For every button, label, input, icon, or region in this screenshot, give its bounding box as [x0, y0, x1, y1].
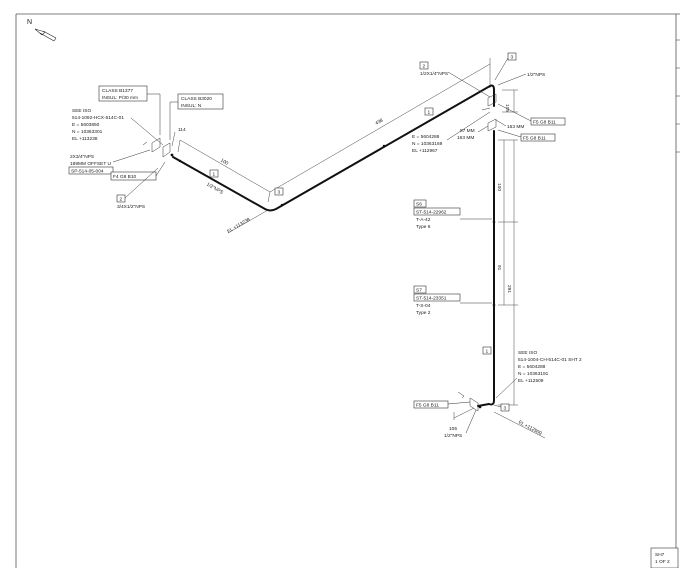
svg-text:2: 2	[120, 197, 123, 203]
svg-text:T-A-42: T-A-42	[416, 217, 431, 223]
pipe-top-elbow	[489, 84, 495, 107]
mm-163-b: 163 MM	[507, 124, 524, 130]
svg-text:SEE ISO: SEE ISO	[72, 108, 91, 114]
svg-text:SP-514-05-004: SP-514-05-004	[71, 169, 104, 175]
svg-text:EL +113238: EL +113238	[72, 136, 98, 142]
svg-text:INSUL: N: INSUL: N	[181, 103, 202, 109]
top-nps: 1/2"NPS	[527, 72, 545, 78]
left-end-fitting	[142, 137, 174, 158]
el-bottom: EL +112509	[517, 420, 543, 437]
dim-105-top: 105	[504, 104, 510, 112]
svg-text:514-1004-CH-514C-01 SHT 2: 514-1004-CH-514C-01 SHT 2	[518, 357, 582, 363]
svg-text:2: 2	[423, 64, 426, 70]
dim-291-vert: 291	[506, 285, 512, 293]
svg-text:Type 2: Type 2	[416, 310, 431, 316]
svg-text:CLASS B1377: CLASS B1377	[102, 88, 133, 94]
svg-text:F4 G8 B10: F4 G8 B10	[113, 174, 137, 180]
svg-text:1: 1	[428, 110, 431, 116]
svg-text:S6: S6	[416, 202, 422, 208]
dim-105-bottom: 105	[449, 426, 457, 432]
svg-text:E = 5604288: E = 5604288	[518, 364, 546, 370]
mm-87: 87 MM	[460, 128, 475, 134]
el-left: EL +113238	[226, 217, 251, 235]
item1-tag-diag: 1	[424, 107, 434, 116]
dim-100-vert: 100	[496, 183, 502, 191]
svg-text:3/4X1/2"NPS: 3/4X1/2"NPS	[117, 204, 145, 210]
svg-text:2X3/4"NPS: 2X3/4"NPS	[70, 154, 94, 160]
svg-text:F5 G8 B11: F5 G8 B11	[416, 403, 439, 409]
svg-text:N = 10363191: N = 10363191	[518, 371, 549, 377]
svg-text:ST-514-23351: ST-514-23351	[416, 296, 447, 302]
svg-text:Type 6: Type 6	[416, 224, 431, 230]
svg-text:T-S-04: T-S-04	[416, 303, 431, 309]
north-arrow-icon: N	[27, 19, 57, 42]
support-s6: S6 ST-514-22962 T-A-42 Type 6	[413, 199, 461, 230]
svg-text:EL +112509: EL +112509	[518, 378, 544, 384]
offset-note: 2X3/4"NPS 189MM OFFSET U SP-514-05-004	[68, 154, 114, 175]
svg-text:1 OF 2: 1 OF 2	[655, 559, 670, 565]
support-s7: S7 ST-514-23351 T-S-04 Type 2	[413, 285, 461, 316]
svg-text:S7: S7	[416, 288, 422, 294]
north-label: N	[27, 19, 32, 26]
item2-left: 2 3/4X1/2"NPS	[116, 194, 145, 210]
svg-text:INSUL: P/30 mm: INSUL: P/30 mm	[102, 95, 138, 101]
svg-text:189MM OFFSET U: 189MM OFFSET U	[70, 161, 111, 167]
dim-114: 114	[178, 127, 186, 133]
bottom-item3: 3	[500, 403, 510, 412]
svg-text:SEE ISO: SEE ISO	[518, 350, 537, 356]
pipe-vertical-run	[488, 139, 495, 406]
svg-text:514-1092-HCX-514C-01: 514-1092-HCX-514C-01	[72, 115, 124, 121]
see-iso-left: SEE ISO 514-1092-HCX-514C-01 E = 5603850…	[72, 108, 124, 142]
svg-text:E = 5604288: E = 5604288	[412, 134, 440, 140]
top-item2: 2 1/2X1/4"NPS	[419, 61, 448, 77]
top-item3: 3	[507, 52, 517, 61]
svg-text:N = 10363301: N = 10363301	[72, 129, 103, 135]
f5-top-1: F5 G8 B11	[530, 117, 566, 126]
left-elbow-tag: 3	[274, 187, 284, 196]
svg-text:N = 10363169: N = 10363169	[412, 141, 443, 147]
mm-163-a: 163 MM	[457, 135, 474, 141]
svg-text:1: 1	[486, 349, 489, 355]
f5-bottom: F5 G8 B11	[413, 400, 449, 409]
f5-top-2: F5 G8 B11	[520, 133, 556, 142]
svg-text:ST-514-22962: ST-514-22962	[416, 210, 447, 216]
see-iso-right: SEE ISO 514-1004-CH-514C-01 SHT 2 E = 56…	[518, 350, 582, 384]
svg-text:F5 G8 B11: F5 G8 B11	[523, 136, 546, 142]
svg-text:EL +112967: EL +112967	[412, 148, 438, 154]
svg-text:1: 1	[213, 172, 216, 178]
top-fittings	[481, 93, 497, 132]
svg-text:3: 3	[511, 55, 514, 61]
svg-text:SH7: SH7	[655, 552, 665, 558]
dim-100-left: 100	[219, 158, 229, 167]
svg-text:3: 3	[504, 406, 507, 412]
item1-tag-left: 1	[209, 169, 219, 178]
sheet-box: SH7 1 OF 2	[650, 547, 679, 568]
svg-text:1/2X1/4"NPS: 1/2X1/4"NPS	[420, 71, 448, 77]
pipe-left-run	[172, 85, 491, 212]
dim-91-vert: 91	[496, 265, 502, 271]
class-box-1: CLASS B1377 INSUL: P/30 mm	[98, 85, 148, 102]
class-box-2: CLASS B3020 INSUL: N	[177, 93, 224, 110]
svg-text:CLASS B3020: CLASS B3020	[181, 96, 212, 102]
svg-text:E = 5603850: E = 5603850	[72, 122, 100, 128]
svg-text:F5 G8 B11: F5 G8 B11	[533, 120, 556, 126]
dim-438: 438	[374, 117, 384, 126]
coords-mid: E = 5604288 N = 10363169 EL +112967	[412, 134, 443, 154]
svg-text:3: 3	[278, 190, 281, 196]
item1-tag-vert: 1	[482, 346, 492, 355]
bottom-nps: 1/2"NPS	[444, 433, 462, 439]
